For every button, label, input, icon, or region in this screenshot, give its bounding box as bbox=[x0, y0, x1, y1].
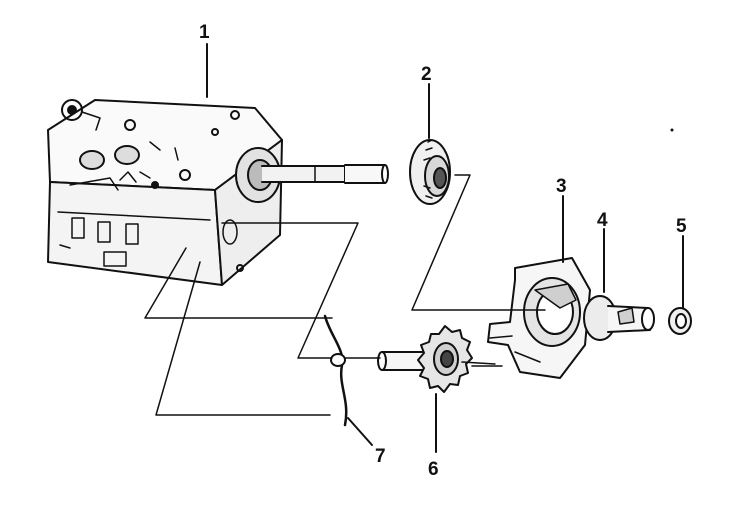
pinion-gear-part-2 bbox=[409, 139, 451, 205]
timer-housing-part-1 bbox=[47, 99, 283, 286]
housing-output-shaft bbox=[261, 164, 389, 184]
callout-2: 2 bbox=[421, 64, 432, 85]
cam-bracket-part-3 bbox=[487, 257, 591, 379]
spindle-part-4 bbox=[583, 295, 655, 341]
callout-1: 1 bbox=[199, 22, 210, 43]
stray-dot bbox=[670, 128, 674, 132]
drive-gear-part-6 bbox=[377, 325, 496, 393]
callout-5: 5 bbox=[676, 216, 687, 237]
callout-leaders bbox=[206, 43, 684, 453]
callout-4: 4 bbox=[597, 210, 608, 231]
retaining-ring-part-5 bbox=[668, 307, 692, 335]
callout-6: 6 bbox=[428, 459, 439, 480]
callout-3: 3 bbox=[556, 176, 567, 197]
assembly-guide-lines bbox=[144, 174, 546, 416]
callout-7: 7 bbox=[375, 446, 386, 467]
spring-clip-part-7 bbox=[323, 314, 348, 427]
